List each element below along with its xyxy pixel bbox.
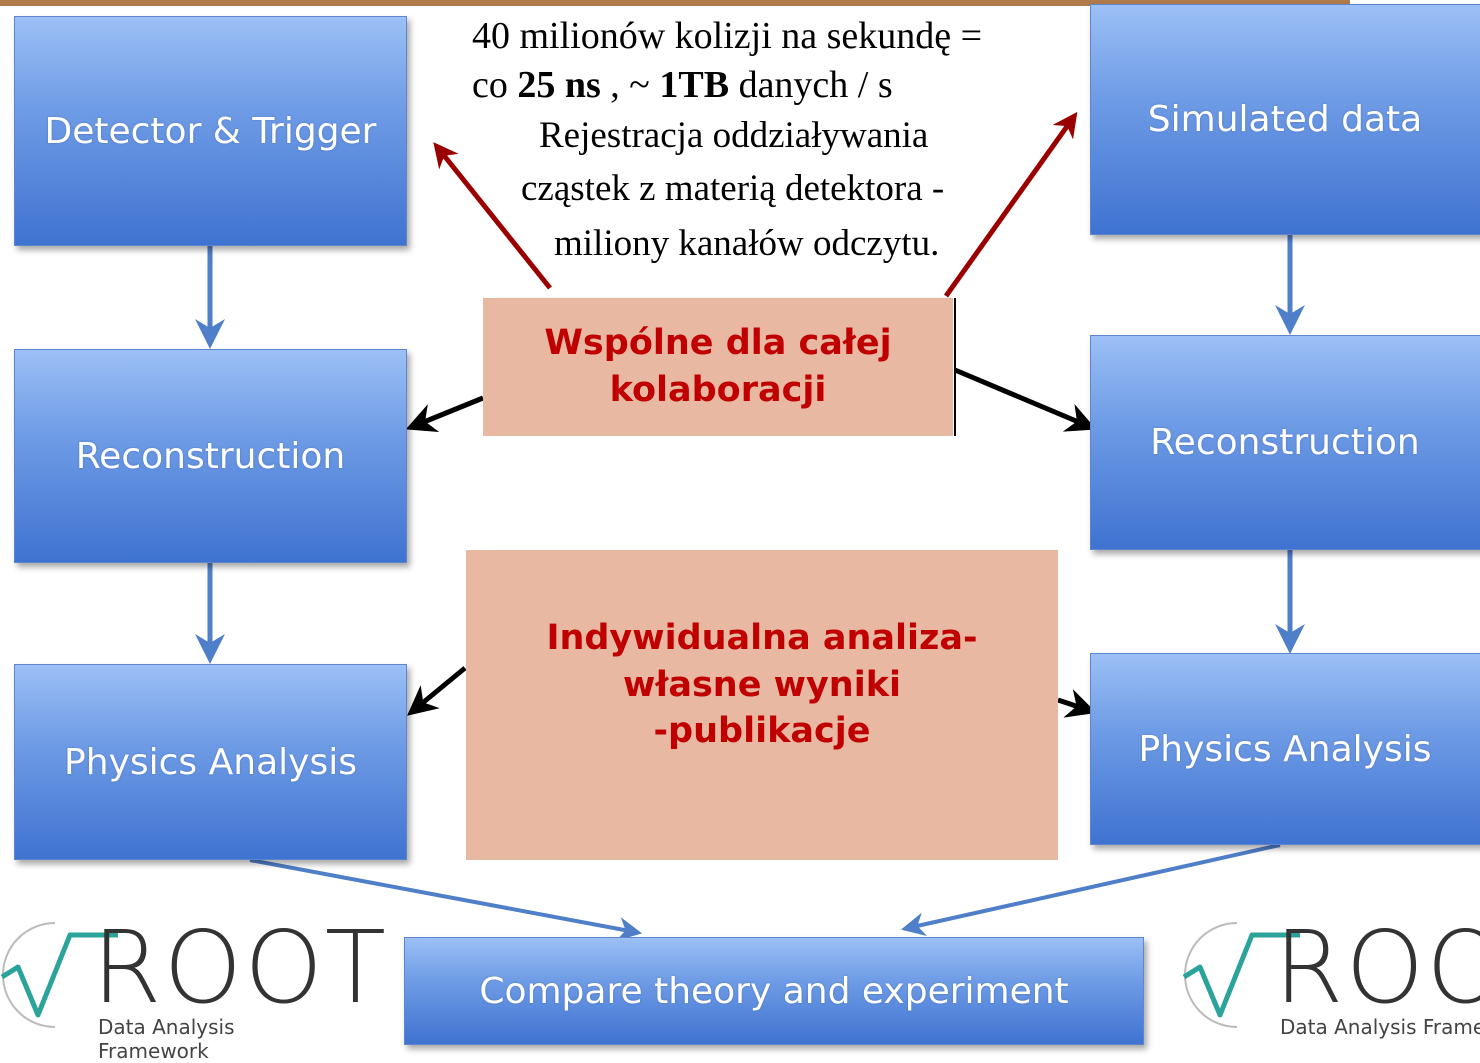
physics-right-box: Physics Analysis [1090,653,1480,845]
reconstruction-left-box: Reconstruction [14,349,407,563]
rate-line-2: co 25 ns , ~ 1TB danych / s [472,63,893,107]
individual-line-3: -publikacje [653,711,871,752]
simulated-data-box: Simulated data [1090,4,1480,235]
root-logo-right-word: ROOT [1274,909,1480,1026]
arrow-common-to-right-reconstruction [954,367,1097,432]
registration-line-2: cząstek z materią detektora - [521,168,945,209]
arrow-physics-left-to-compare [249,858,643,941]
reconstruction-right-box: Reconstruction [1090,335,1480,550]
reconstruction-left-label: Reconstruction [75,435,346,477]
registration-line-3: miliony kanałów odczytu. [554,223,940,264]
root-logo-right: ROOT Data Analysis Framew [1182,905,1480,1048]
individual-line-1: Indywidualna analiza- [546,618,978,659]
rate-1tb: 1TB [659,64,730,106]
compare-box: Compare theory and experiment [404,937,1144,1045]
root-logo-left-subtitle: Data Analysis Framework [98,1015,235,1063]
common-line-2: kolaboracji [609,370,827,410]
compare-label: Compare theory and experiment [479,970,1069,1012]
top-rule [0,0,1350,6]
physics-right-label: Physics Analysis [1138,728,1432,770]
arrow-physics-right-to-compare [900,843,1281,937]
rate-25ns: 25 ns [517,64,601,106]
registration-line-1: Rejestracja oddziaływania [539,115,929,156]
common-callout: Wspólne dla całej kolaboracji [483,298,953,436]
root-logo-right-subtitle: Data Analysis Framew [1280,1015,1480,1039]
rate-line-2-c: , ~ [600,64,660,106]
physics-left-box: Physics Analysis [14,664,407,860]
detector-trigger-box: Detector & Trigger [14,16,407,246]
rate-line-2-a: co [472,64,518,106]
rate-line-1: 40 milionów kolizji na sekundę = [472,15,983,57]
individual-callout: Indywidualna analiza- własne wyniki -pub… [466,550,1058,860]
root-logo-left: ROOT Data Analysis Framework [0,905,386,1063]
root-logo-left-word: ROOT [92,909,388,1026]
detector-trigger-label: Detector & Trigger [44,110,377,152]
root-logo-right-mark [1182,922,1300,1028]
simulated-data-label: Simulated data [1147,99,1423,140]
arrow-individual-to-right-physics [1057,689,1097,718]
arrow-individual-to-left-physics [407,666,467,716]
physics-left-label: Physics Analysis [64,741,357,783]
red-arrow-to-detector [433,142,552,290]
reconstruction-right-label: Reconstruction [1150,422,1420,463]
root-logo-left-mark [0,922,118,1028]
individual-line-2: własne wyniki [623,664,901,705]
arrow-common-to-left-reconstruction [405,395,484,433]
rate-line-2-e: danych / s [729,64,893,106]
red-arrow-to-simulated [943,111,1078,298]
common-line-1: Wspólne dla całej [544,323,892,364]
